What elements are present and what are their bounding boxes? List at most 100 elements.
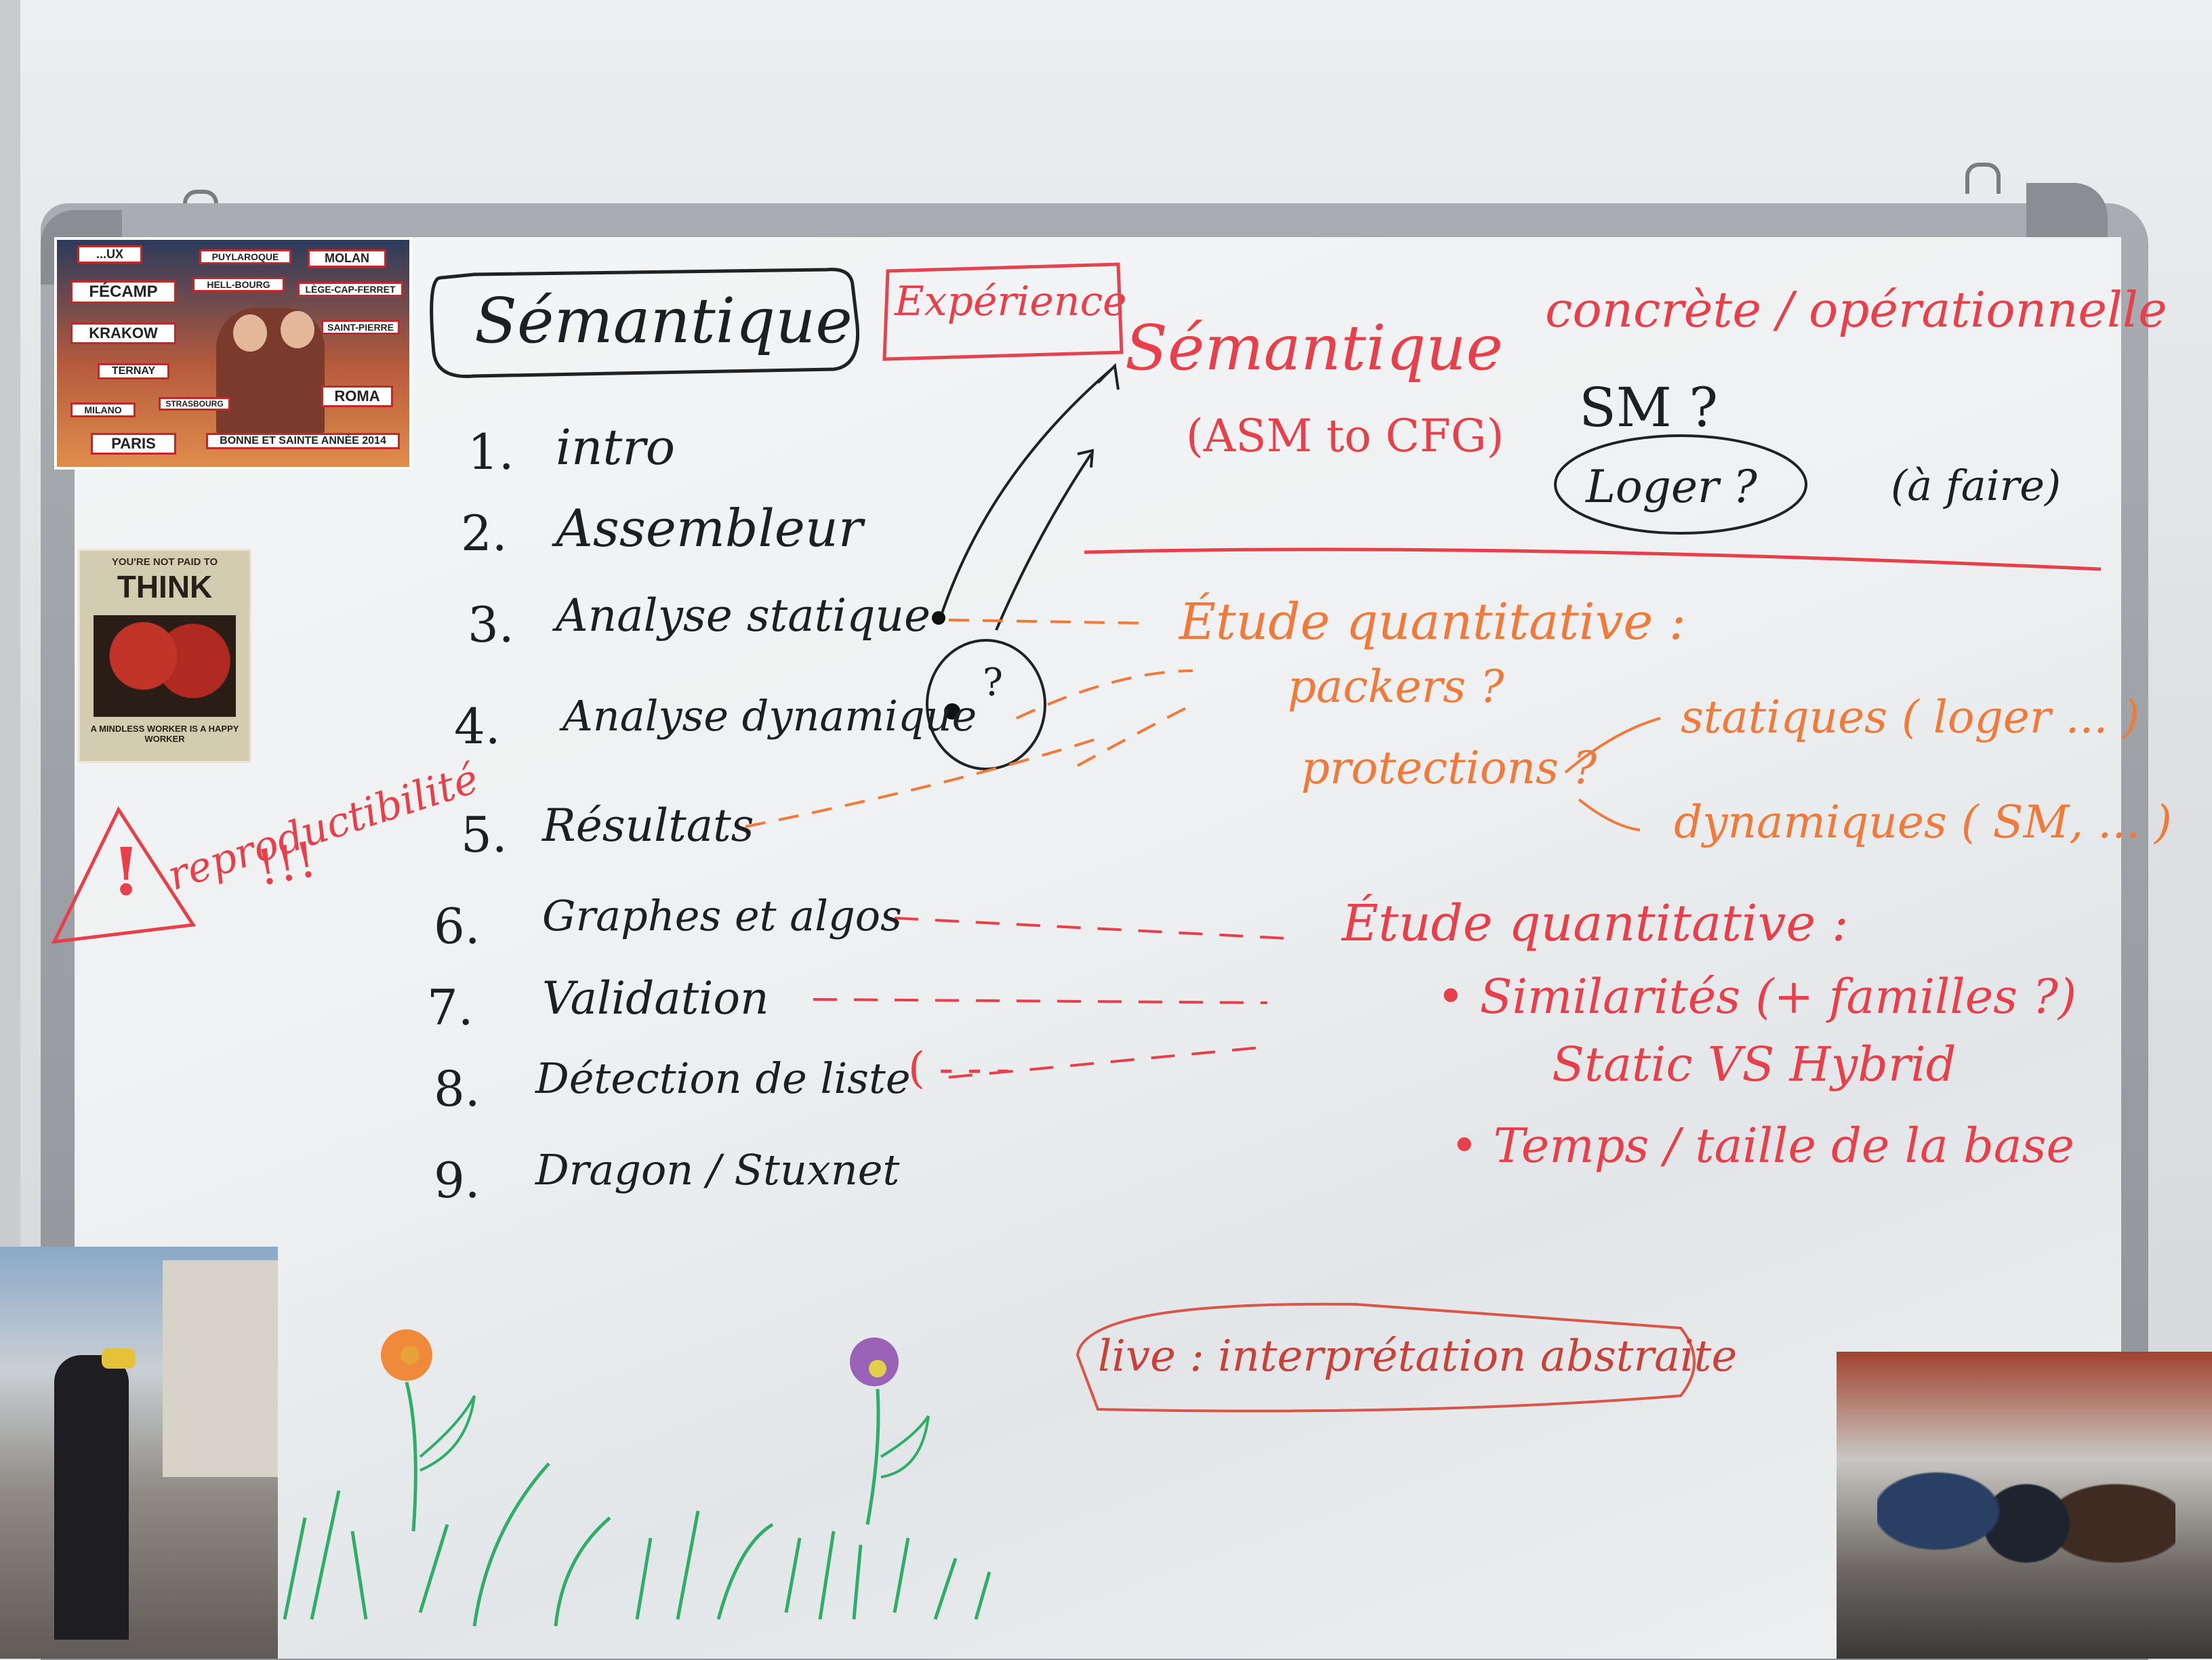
face [281,311,314,348]
arrow-to-semantique [941,368,1113,614]
poster-title: THINK [117,569,213,604]
asm-to-cfg: (ASM to CFG) [1186,410,1504,462]
warning-triangle [51,806,197,945]
item-number: 2. [461,505,508,562]
arrowhead [1077,449,1094,468]
study-one-packers: packers ? [1288,661,1504,713]
group-photo [1837,1352,2212,1659]
experience-label: Expérience [895,278,1127,325]
postcard-tag: PARIS [91,433,176,455]
abstract-interpretation-note: live : interprétation abstraite [1098,1331,1738,1382]
item-number: 9. [434,1152,480,1209]
experience-box [882,262,1124,361]
postcard-tag: SAINT-PIERRE [321,320,400,335]
leaf [880,1415,930,1478]
dashed-arrow [948,619,1153,625]
yellow-cap [102,1348,136,1369]
poster-line: A MINDLESS WORKER IS A HAPPY WORKER [90,724,239,744]
study-two-time-size: • Temps / taille de la base [1450,1118,2074,1174]
street-photo [0,1247,278,1659]
think-poster: YOU'RE NOT PAID TO THINK A MINDLESS WORK… [78,549,251,763]
postcard-tag: KRAKOW [70,323,176,344]
warning-exclamation: ! [112,833,141,910]
sm-question: SM ? [1579,376,1719,439]
whiteboard-surface [75,237,2121,1659]
item-number: 1. [468,423,514,480]
item-text: Graphes et algos [542,891,902,940]
postcard-tag: BONNE ET SAINTE ANNÉE 2014 [206,433,400,449]
item-text: intro [556,419,676,476]
exclamation-marks: !!! [252,830,321,897]
flower-center [869,1360,886,1377]
study-one-dynamic: dynamiques ( SM, ... ) [1674,796,2172,848]
bullet: • [1437,969,1480,1024]
study-two-static-vs-hybrid: Static VS Hybrid [1552,1037,1957,1092]
item-text: Dragon / Stuxnet [535,1145,900,1195]
loger-question: Loger ? [1586,461,1757,513]
postcard-tag: LÈGE-CAP-FERRET [298,282,403,297]
person [54,1355,129,1640]
dashed-arrow [745,737,1099,828]
postcard-tag: MOLAN [308,249,386,268]
postcard-tag: FÉCAMP [70,281,176,304]
grass [283,1462,991,1627]
circle-question-mark: ? [983,661,1004,705]
item-number: 5. [461,806,508,863]
item-number: 6. [434,898,480,955]
face [233,314,267,352]
item-text: Détection de liste [535,1054,911,1103]
study-two-similarity: • Similarités (+ familles ?) [1437,969,2076,1024]
branch-arrow [1578,798,1641,831]
item-number: 3. [468,596,514,653]
bullet: • [1450,1118,1494,1174]
postcard-tag: ...UX [77,245,142,264]
dashed-arrow [894,917,1288,940]
item-text: Analyse dynamique [562,691,977,741]
study-two-heading: Étude quantitative : [1342,894,1849,953]
postcard-tag: PUYLAROQUE [199,249,291,264]
new-year-postcard: ...UX PUYLAROQUE MOLAN FÉCAMP HELL-BOURG… [54,237,412,470]
note-box [1076,1302,1696,1413]
poster-figures [94,615,236,717]
item-text: Validation [542,972,769,1024]
bullet-text: Similarités (+ familles ?) [1479,969,2077,1024]
study-one-heading: Étude quantitative : [1179,593,1686,651]
arrowhead [1097,362,1120,390]
poster-line: YOU'RE NOT PAID TO [111,556,218,568]
building [163,1260,278,1477]
semantic-heading: Sémantique [1125,312,1503,384]
dot [932,611,945,625]
loger-oval [1554,434,1807,535]
todo-note: (à faire) [1891,461,2062,510]
stem [405,1382,417,1532]
paren-mark: ( - - - [908,1043,1010,1094]
postcard-tag: MILANO [70,402,136,417]
study-one-static: statiques ( loger ... ) [1681,691,2140,743]
dashed-arrow [813,998,1268,1004]
dashed-arrow [948,1045,1268,1079]
flower-center [401,1346,419,1365]
red-divider [1084,547,2102,571]
semantic-subheading: concrète / opérationnelle [1545,281,2167,338]
item-number: 8. [434,1060,480,1117]
bullet-text: Temps / taille de la base [1493,1118,2074,1174]
item-text: Assembleur [556,498,863,558]
dot [944,703,960,720]
postcard-tag: STRASBOURG [159,397,230,411]
branch-arrow [1564,717,1661,774]
arrow-to-semantique-2 [995,453,1092,631]
hanging-hook-right [1965,163,2001,194]
item-text: Résultats [542,800,754,852]
postcard-tag: ROMA [321,386,393,407]
title-box [430,268,860,379]
item-number: 7. [427,979,474,1036]
question-circle [926,639,1046,770]
item-number: 4. [454,698,501,755]
postcard-tag: TERNAY [98,363,169,379]
dashed-arrow [1077,703,1193,767]
postcard-tag: HELL-BOURG [192,277,285,292]
board-title: Sémantique [474,285,853,357]
leaf [419,1395,476,1472]
study-one-protections: protections ? [1301,742,1597,794]
